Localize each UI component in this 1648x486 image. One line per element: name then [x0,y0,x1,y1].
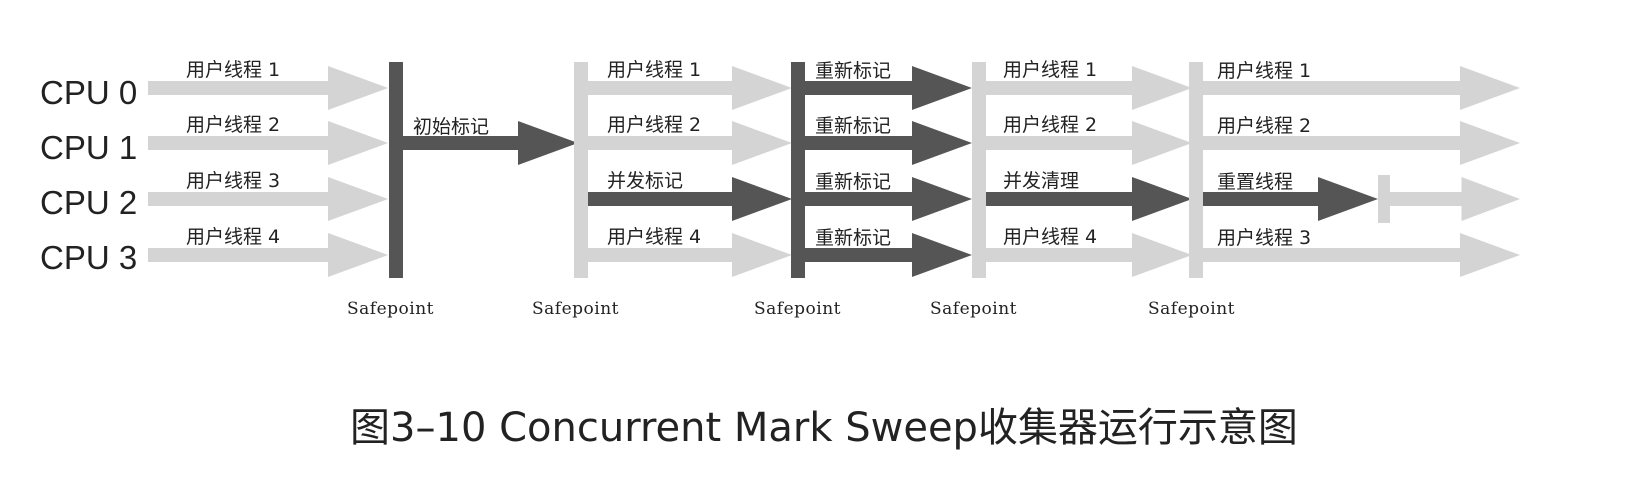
gc-thread-arrow-p4-cpu3 [800,233,972,277]
gc-thread-arrow-p3-cpu2 [582,177,792,221]
user-thread-arrow-p1-cpu1 [148,121,388,165]
gc-thread-arrow-p4-cpu0 [800,66,972,110]
thread-label-p4-cpu2: 重新标记 [815,171,891,193]
cpu-label-1: CPU 1 [40,129,137,166]
safepoint-label-1: Safepoint [347,299,434,319]
thread-label-p5-cpu1: 用户线程 2 [1003,114,1097,136]
user-thread-arrow-p6-cpu1 [1198,121,1520,165]
labels-layer: CPU 0 CPU 1 CPU 2 CPU 3 用户线程 1 用户线程 2 用户线程 3 用户… [40,59,1311,319]
thread-label-p6-cpu3: 用户线程 3 [1217,227,1311,249]
user-thread-arrow-p5-cpu0 [980,66,1192,110]
safepoint-bar-2 [574,62,588,278]
thread-label-p3-cpu0: 用户线程 1 [607,59,701,81]
safepoint-label-5: Safepoint [1148,299,1235,319]
safepoint-bar-5 [1189,62,1203,278]
thread-label-p6-cpu2: 重置线程 [1217,171,1293,193]
user-thread-arrow-p6-cpu2-resume [1390,177,1520,221]
user-thread-arrow-p6-cpu3 [1198,233,1520,277]
thread-label-p3-cpu3: 用户线程 4 [607,226,701,248]
user-thread-arrow-p3-cpu3 [582,233,792,277]
user-thread-arrow-p3-cpu0 [582,66,792,110]
cpu2-resume-marker [1378,175,1390,223]
thread-label-p5-cpu2: 并发清理 [1003,170,1079,192]
thread-label-p1-cpu0: 用户线程 1 [186,59,280,81]
user-thread-arrow-p5-cpu3 [980,233,1192,277]
safepoint-bar-4 [972,62,986,278]
thread-label-p3-cpu1: 用户线程 2 [607,114,701,136]
figure-caption: 图3–10 Concurrent Mark Sweep收集器运行示意图 [350,405,1298,451]
thread-label-p4-cpu3: 重新标记 [815,227,891,249]
cpu-label-0: CPU 0 [40,74,137,111]
arrows-layer [148,66,1520,277]
safepoint-bar-3 [791,62,805,278]
gc-thread-arrow-p4-cpu2 [800,177,972,221]
gc-thread-arrow-p5-cpu2 [980,177,1192,221]
thread-label-p6-cpu0: 用户线程 1 [1217,60,1311,82]
safepoint-label-2: Safepoint [532,299,619,319]
gc-thread-arrow-p4-cpu1 [800,121,972,165]
thread-label-p4-cpu0: 重新标记 [815,60,891,82]
safepoint-label-3: Safepoint [754,299,841,319]
thread-label-p2-cpu1: 初始标记 [413,116,489,138]
safepoint-bars-layer [389,62,1390,278]
user-thread-arrow-p1-cpu2 [148,177,388,221]
user-thread-arrow-p3-cpu1 [582,121,792,165]
gc-thread-arrow-p6-cpu2 [1198,177,1378,221]
thread-label-p5-cpu3: 用户线程 4 [1003,226,1097,248]
thread-label-p1-cpu2: 用户线程 3 [186,170,280,192]
user-thread-arrow-p6-cpu0 [1198,66,1520,110]
thread-label-p4-cpu1: 重新标记 [815,115,891,137]
thread-label-p1-cpu3: 用户线程 4 [186,226,280,248]
user-thread-arrow-p1-cpu3 [148,233,388,277]
cpu-label-3: CPU 3 [40,239,137,276]
thread-label-p1-cpu1: 用户线程 2 [186,114,280,136]
user-thread-arrow-p5-cpu1 [980,121,1192,165]
thread-label-p5-cpu0: 用户线程 1 [1003,59,1097,81]
thread-label-p3-cpu2: 并发标记 [607,170,683,192]
safepoint-label-4: Safepoint [930,299,1017,319]
safepoint-bar-1 [389,62,403,278]
cpu-label-2: CPU 2 [40,184,137,221]
gc-thread-arrow-p2-cpu1 [398,121,578,165]
thread-label-p6-cpu1: 用户线程 2 [1217,115,1311,137]
user-thread-arrow-p1-cpu0 [148,66,388,110]
